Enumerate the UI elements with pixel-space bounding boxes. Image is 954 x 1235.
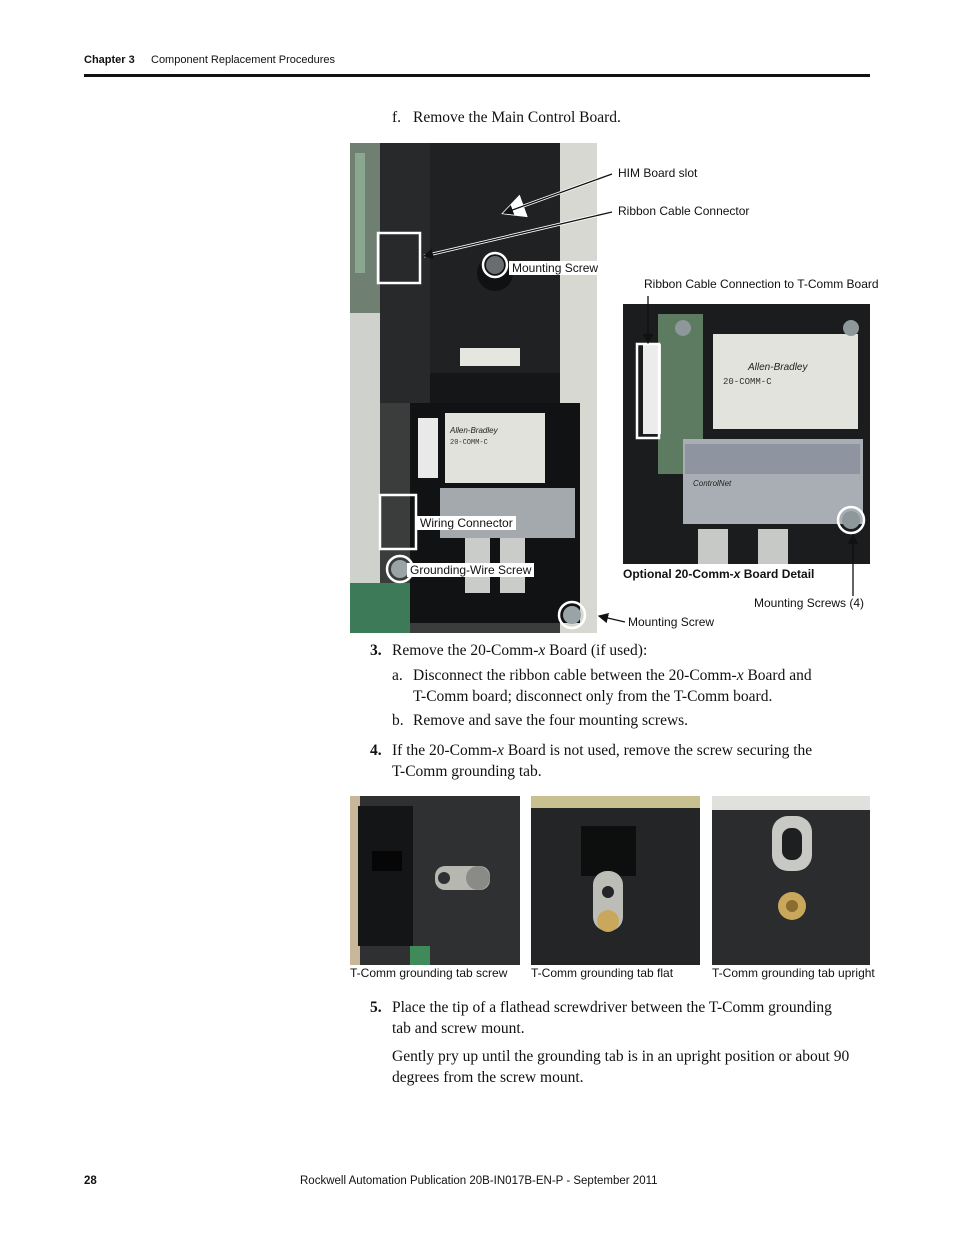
publication-footer: Rockwell Automation Publication 20B-IN01…: [300, 1175, 658, 1187]
board-label-model: 20-COMM-C: [450, 439, 488, 447]
caption-grounding-tab-screw: T-Comm grounding tab screw: [350, 966, 508, 980]
caption-grounding-tab-upright: T-Comm grounding tab upright: [712, 966, 875, 980]
detail-label-ab: Allen-Bradley: [747, 362, 808, 373]
grounding-tab-screw-image: [350, 796, 520, 965]
step-f-label: f.: [392, 109, 402, 126]
callout-mounting-screws-4: Mounting Screws (4): [754, 596, 865, 610]
step-4-line1: If the 20-Comm-x Board is not used, remo…: [392, 742, 813, 759]
callout-him-board-slot: HIM Board slot: [618, 166, 698, 180]
board-label-ab: Allen-Bradley: [449, 426, 499, 435]
callout-grounding-wire-screw: Grounding-Wire Screw: [407, 563, 535, 577]
step-3-text: Remove the 20-Comm-x Board (if used):: [392, 642, 648, 659]
step-5-para2-line1: Gently pry up until the grounding tab is…: [392, 1048, 850, 1065]
step-4-number: 4.: [370, 742, 382, 759]
main-control-board-image: Allen-Bradley 20-COMM-C: [350, 143, 597, 633]
page-number: 28: [84, 1175, 97, 1187]
step-3a-line2: T-Comm board; disconnect only from the T…: [413, 688, 773, 705]
callout-mounting-screw-top: Mounting Screw: [509, 261, 602, 275]
step-3b-text: Remove and save the four mounting screws…: [413, 712, 689, 729]
grounding-tab-screw-photo: [350, 796, 520, 965]
comm-board-detail-image: Allen-Bradley 20-COMM-C ControlNet: [623, 304, 870, 564]
header-rule: [84, 74, 870, 77]
leader-him-slot: [502, 173, 613, 215]
callout-ribbon-tcomm: Ribbon Cable Connection to T-Comm Board: [644, 277, 879, 291]
step-5-para2-line2: degrees from the screw mount.: [392, 1069, 584, 1086]
detail-caption: Optional 20-Comm-x Board Detail: [623, 567, 815, 581]
leader-ribbon-connector: [422, 211, 613, 259]
callout-ribbon-cable-connector: Ribbon Cable Connector: [618, 204, 750, 218]
step-4-line2: T-Comm grounding tab.: [392, 763, 542, 780]
step-3a-label: a.: [392, 667, 403, 684]
callout-wiring-connector: Wiring Connector: [417, 516, 516, 530]
chapter-title: Component Replacement Procedures: [151, 54, 336, 66]
detail-label-model: 20-COMM-C: [723, 377, 772, 387]
grounding-tab-flat-image: [531, 796, 700, 965]
step-3-number: 3.: [370, 642, 382, 659]
step-3b-label: b.: [392, 712, 404, 729]
chapter-label: Chapter 3: [84, 54, 135, 66]
grounding-tab-upright-image: [712, 796, 870, 965]
callout-mounting-screw-bottom: Mounting Screw: [628, 615, 715, 629]
step-5-line2: tab and screw mount.: [392, 1020, 525, 1037]
grounding-tab-flat-photo: [531, 796, 700, 965]
step-5-line1: Place the tip of a flathead screwdriver …: [392, 999, 832, 1016]
leader-mounting-screw-bottom: [597, 612, 626, 624]
step-3a-line1: Disconnect the ribbon cable between the …: [413, 667, 812, 684]
detail-label-controlnet: ControlNet: [693, 479, 732, 488]
main-control-board-photo: Allen-Bradley 20-COMM-C: [350, 143, 597, 633]
caption-grounding-tab-flat: T-Comm grounding tab flat: [531, 966, 674, 980]
grounding-tab-upright-photo: [712, 796, 870, 965]
step-f-text: Remove the Main Control Board.: [413, 109, 621, 126]
comm-board-detail-photo: Allen-Bradley 20-COMM-C ControlNet: [623, 304, 870, 564]
step-5-number: 5.: [370, 999, 382, 1016]
